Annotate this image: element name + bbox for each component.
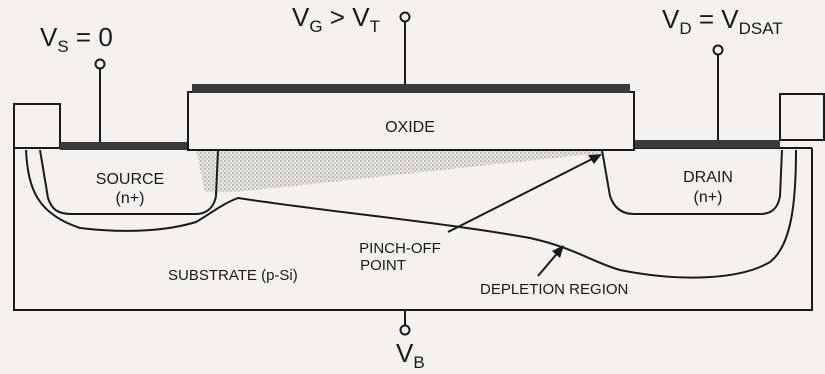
source-label: SOURCE	[96, 171, 164, 188]
pinch-off-arrowhead	[588, 154, 602, 164]
source-terminal	[94, 58, 106, 70]
oxide-label: OXIDE	[385, 119, 435, 136]
drain-junction	[601, 149, 783, 215]
right-field-oxide	[779, 93, 825, 141]
pinch-off-label-line2: POINT	[360, 257, 406, 274]
drain-voltage-label: VD = VDSAT	[662, 4, 783, 38]
drain-type-label: (n+)	[694, 189, 723, 206]
source-type-label: (n+)	[116, 190, 145, 207]
inversion-channel	[196, 150, 602, 192]
depletion-label: DEPLETION REGION	[480, 281, 628, 298]
source-voltage-label: VS = 0	[40, 22, 113, 56]
body-voltage-label: VB	[396, 338, 425, 372]
gate-voltage-label: VG > VT	[292, 2, 380, 36]
substrate-label: SUBSTRATE (p-Si)	[168, 267, 298, 284]
left-field-oxide	[13, 103, 61, 149]
drain-label: DRAIN	[683, 169, 733, 186]
pinch-off-label-line1: PINCH-OFF	[359, 240, 441, 257]
depletion-boundary	[25, 149, 797, 279]
substrate-outline	[13, 148, 813, 311]
gate-electrode	[192, 84, 630, 93]
source-junction	[39, 149, 219, 215]
drain-terminal	[712, 44, 724, 56]
pinch-off-arrow	[447, 156, 597, 233]
source-contact	[60, 142, 188, 150]
depletion-arrowhead	[552, 245, 564, 258]
gate-terminal	[399, 11, 411, 23]
drain-contact	[634, 140, 780, 148]
body-terminal	[399, 324, 411, 336]
